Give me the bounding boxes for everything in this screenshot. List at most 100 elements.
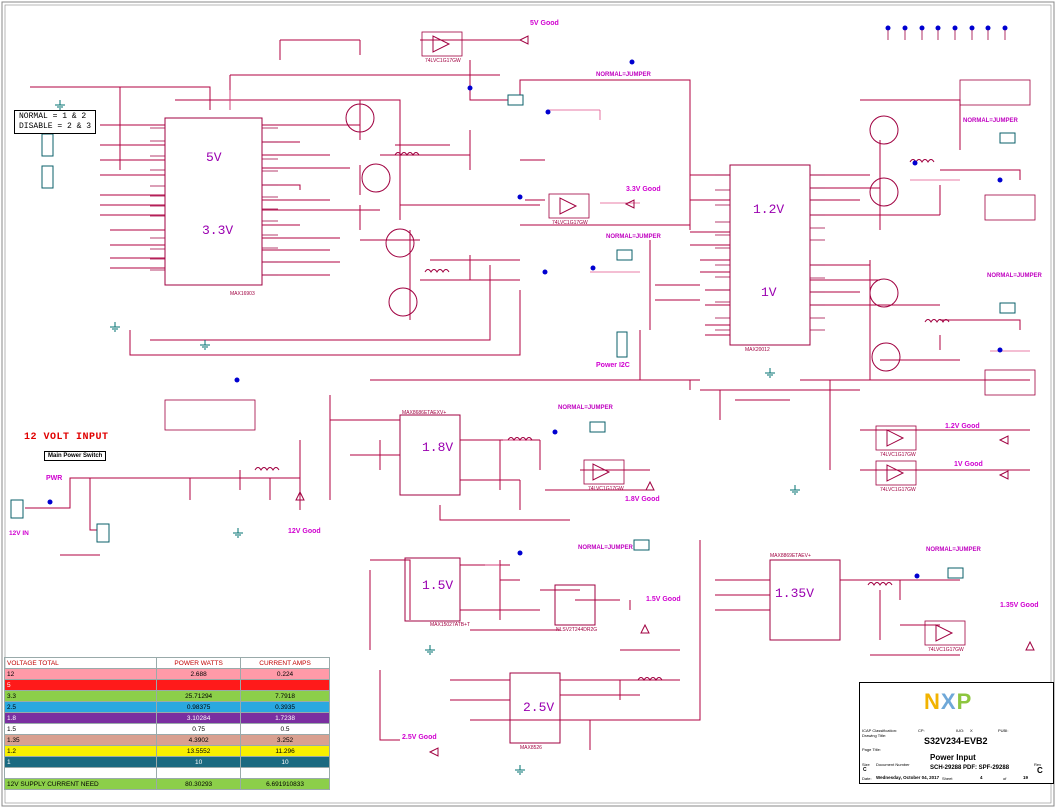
ground-symbol-icon — [55, 100, 65, 110]
connector-icon — [41, 165, 54, 189]
nxp-logo-letter-p: P — [956, 689, 973, 714]
buffer-gate-icon — [432, 35, 451, 53]
rail-label-1v: 1V — [761, 285, 777, 300]
power-table-cell-voltage: 1.8 — [3, 712, 158, 724]
ic-u23-max8869 — [769, 559, 841, 641]
inductor-icon — [867, 582, 893, 586]
power-table-cell-amps: 0.224 — [240, 668, 330, 680]
power-table-cell-voltage: 1.35 — [3, 734, 158, 746]
mosfet-icon — [871, 342, 901, 372]
power-table-cell-voltage: 5 — [3, 679, 158, 691]
wires-low-rails — [369, 540, 960, 750]
power-table-cell-voltage: 3.3 — [3, 690, 158, 702]
sheet-label: Sheet — [942, 776, 953, 781]
connector-icon — [41, 133, 54, 157]
power-table-cell-amps: 6.691910833 — [240, 778, 330, 790]
normal-jumper-label-j5: NORMAL=JUMPER — [596, 72, 651, 78]
test-point-icon — [885, 25, 891, 31]
mosfet-icon — [869, 278, 899, 308]
power-table-cell-watts: 3.10284 — [156, 712, 242, 724]
jumper-setting-note: NORMAL = 1 & 2 DISABLE = 2 & 3 — [14, 110, 97, 134]
power-table-row: 5 — [3, 679, 330, 691]
title-block: NXP ICAP Classification: Drawing Title: … — [859, 682, 1054, 784]
rail-label-5v: 5V — [206, 150, 222, 165]
of-label: of — [1003, 776, 1007, 781]
ground-symbol-icon — [200, 340, 210, 350]
wires-12v-1v — [639, 99, 1030, 471]
nxp-logo: NXP — [924, 689, 972, 715]
power-table-row — [3, 767, 330, 779]
inductor-icon — [924, 319, 950, 323]
power-table-cell-voltage: 1 — [3, 756, 158, 768]
normal-jumper-label-j3: NORMAL=JUMPER — [606, 234, 661, 240]
power-table-cell-amps: 7.7918 — [240, 690, 330, 702]
rail-label-2v5: 2.5V — [523, 700, 555, 715]
buffer-gate-icon — [592, 463, 611, 481]
wires-18v — [329, 379, 691, 521]
buffer-gate-icon — [886, 429, 905, 447]
buffer-part-name-5v: 74LVC1G17GW — [425, 58, 461, 64]
buffer-gate-icon — [935, 624, 954, 642]
power-table-cell-amps: 1.7238 — [240, 712, 330, 724]
power-table-cell-voltage: 12 — [3, 668, 158, 680]
ground-symbol-icon — [233, 528, 243, 538]
ground-symbols — [55, 100, 800, 775]
drawing-title-label: Drawing Title: — [862, 733, 887, 738]
buffers — [432, 35, 954, 642]
ic-u28-max8526 — [509, 672, 561, 744]
test-point-icon — [985, 25, 991, 31]
mosfet-icon — [361, 163, 391, 193]
u4-part-name: MAX20012 — [745, 347, 770, 353]
power-table-cell-amps: 0.3935 — [240, 701, 330, 713]
connector-icon — [633, 539, 650, 551]
u1-part-name: MAX16903 — [230, 291, 255, 297]
ground-symbol-icon — [110, 322, 120, 332]
u21-part-name: MAX8686ETAEXV+ — [402, 410, 447, 416]
ic-u1-max16903 — [164, 117, 263, 286]
connector-icon — [507, 94, 524, 106]
power-table-cell-watts: 25.71294 — [156, 690, 242, 702]
power-table-cell-watts: 80.30293 — [156, 778, 242, 790]
power-table-header-voltage: VOLTAGE TOTAL — [3, 657, 158, 669]
led-diode-icon — [998, 470, 1009, 480]
led-diode-icon — [645, 480, 655, 491]
page-title-label: Page Title: — [862, 747, 881, 752]
u4-pins — [715, 174, 825, 331]
rail-label-1v8: 1.8V — [422, 440, 454, 455]
inductor-icon — [394, 152, 420, 156]
buffer-gate-icon — [886, 464, 905, 482]
buffer-part-name-1v35: 74LVC1G17GW — [928, 647, 964, 653]
icap-classification-label: ICAP Classification: — [862, 728, 898, 733]
normal-jumper-label-j7: NORMAL=JUMPER — [926, 547, 981, 553]
power-table-cell-amps: 11.296 — [240, 745, 330, 757]
connector-icon — [10, 499, 24, 519]
power-table-cell-amps: 3.252 — [240, 734, 330, 746]
power-table-cell-voltage: 1.2 — [3, 745, 158, 757]
connector-icon — [589, 421, 606, 433]
indicator-3v3-good: 3.3V Good — [626, 186, 661, 193]
led-diode-icon — [998, 435, 1009, 445]
page-title: Power Input — [930, 753, 976, 762]
wires-5v-33v — [30, 39, 691, 356]
connector-icon — [616, 331, 628, 358]
twelve-v-in-label: 12V IN — [9, 530, 29, 537]
led-diode-icon — [295, 490, 305, 501]
mosfet-icon — [869, 177, 899, 207]
test-point-icon — [969, 25, 975, 31]
indicator-1v-good: 1V Good — [954, 461, 983, 468]
icap-cp-label: CP: — [918, 728, 925, 733]
power-table-cell-amps: 0.5 — [240, 723, 330, 735]
power-table-header-row: VOLTAGE TOTAL POWER WATTS CURRENT AMPS — [3, 657, 330, 669]
mosfet-icon — [345, 103, 375, 133]
buffer-gate-icon — [559, 197, 578, 215]
ground-symbol-icon — [790, 485, 800, 495]
power-table-cell-watts: 2.688 — [156, 668, 242, 680]
icap-iuo-label: IUO: — [956, 728, 965, 733]
buffer-part-name-1v8: 74LVC1G17GW — [588, 486, 624, 492]
power-table-cell-watts — [156, 767, 242, 779]
connectors — [10, 94, 1016, 579]
